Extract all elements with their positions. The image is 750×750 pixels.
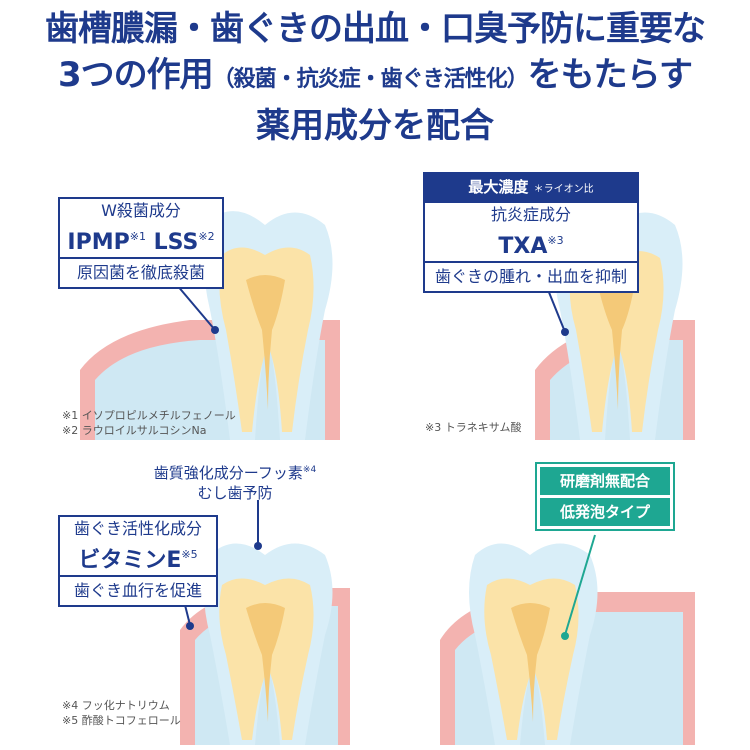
no-abrasive-label: 研磨剤無配合 xyxy=(540,467,670,495)
max-concentration-label: 最大濃度 xyxy=(468,178,529,196)
headline-line-2a: 3つの作用 xyxy=(57,55,214,95)
footnotes-1: ※1 イソプロピルメチルフェノール ※2 ラウロイルサルコシンNa xyxy=(62,408,236,438)
panel-sterilizing: W殺菌成分 IPMP※1 LSS※2 原因菌を徹底殺菌 ※1 イソプロピルメチル… xyxy=(40,170,370,445)
footnote-mark-1: ※1 xyxy=(129,230,146,243)
ingredient-category: 抗炎症成分 xyxy=(490,205,571,224)
ingredient-category: W殺菌成分 xyxy=(101,201,181,220)
footnote-mark-5: ※5 xyxy=(181,548,198,561)
ingredient-box-txa: 最大濃度 ＊ライオン比 抗炎症成分 TXA※3 歯ぐきの腫れ・出血を抑制 xyxy=(423,172,639,293)
pointer-dot-2 xyxy=(561,328,569,336)
ingredient-name-a: IPMP xyxy=(67,230,130,255)
ingredient-category: 歯ぐき活性化成分 xyxy=(73,519,202,538)
pointer-dot-3b xyxy=(186,622,194,630)
headline-line-1: 歯槽膿漏・歯ぐきの出血・口臭予防に重要な xyxy=(45,9,706,49)
pointer-line-4 xyxy=(564,534,596,636)
pulp-shape xyxy=(246,275,285,410)
footnote-5: ※5 酢酸トコフェロール xyxy=(62,714,181,727)
fluoride-label: 歯質強化成分ーフッ素※4 むし歯予防 xyxy=(120,460,350,503)
fluoride-title: 歯質強化成分ーフッ素 xyxy=(153,464,303,482)
low-foam-label: 低発泡タイプ xyxy=(540,498,670,526)
tooth-illustration-2 xyxy=(535,212,695,440)
ingredient-name: IPMP※1 LSS※2 xyxy=(60,223,222,257)
pulp-shape xyxy=(246,603,285,722)
footnote-mark-2: ※2 xyxy=(198,230,215,243)
tooth-illustration-4 xyxy=(440,534,695,745)
pulp-shape xyxy=(511,603,550,722)
pointer-dot-3a xyxy=(254,542,262,550)
footnote-3: ※3 トラネキサム酸 xyxy=(425,421,522,434)
fluoride-effect: むし歯予防 xyxy=(197,484,273,502)
ingredient-name: TXA※3 xyxy=(425,227,637,261)
footnote-mark-3: ※3 xyxy=(547,234,564,247)
ingredient-box-ipmp-lss: W殺菌成分 IPMP※1 LSS※2 原因菌を徹底殺菌 xyxy=(58,197,224,289)
tooth-illustration-3 xyxy=(179,500,350,745)
ingredient-name-b: LSS xyxy=(145,230,199,255)
footnote-2: ※2 ラウロイルサルコシンNa xyxy=(62,424,207,437)
footnote-1: ※1 イソプロピルメチルフェノール xyxy=(62,409,236,422)
headline-line-2c: をもたらす xyxy=(527,55,693,95)
ingredient-name-vitamin: ビタミンE xyxy=(78,548,182,573)
ingredient-name: ビタミンE※5 xyxy=(60,541,216,575)
panel-anti-inflammatory: 最大濃度 ＊ライオン比 抗炎症成分 TXA※3 歯ぐきの腫れ・出血を抑制 ※3 … xyxy=(385,170,715,445)
ingredient-name-txa: TXA xyxy=(498,234,548,259)
footnotes-2: ※3 トラネキサム酸 xyxy=(425,420,522,435)
tooth-illustration-1 xyxy=(80,211,340,440)
ingredient-effect: 原因菌を徹底殺菌 xyxy=(60,257,222,287)
headline-line-2: 3つの作用（殺菌・抗炎症・歯ぐき活性化）をもたらす xyxy=(0,52,750,103)
ingredient-effect: 歯ぐき血行を促進 xyxy=(60,575,216,605)
footnote-4: ※4 フッ化ナトリウム xyxy=(62,699,170,712)
ingredient-effect: 歯ぐきの腫れ・出血を抑制 xyxy=(425,261,637,291)
max-concentration-bar: 最大濃度 ＊ライオン比 xyxy=(425,174,637,203)
headline-line-3: 薬用成分を配合 xyxy=(256,106,494,146)
headline-line-2b: （殺菌・抗炎症・歯ぐき活性化） xyxy=(212,67,529,92)
panel-activation: 歯質強化成分ーフッ素※4 むし歯予防 歯ぐき活性化成分 ビタミンE※5 歯ぐき血… xyxy=(40,460,370,745)
headline: 歯槽膿漏・歯ぐきの出血・口臭予防に重要な 3つの作用（殺菌・抗炎症・歯ぐき活性化… xyxy=(0,6,750,149)
pulp-shape xyxy=(597,277,635,410)
pointer-dot-4 xyxy=(561,632,569,640)
ingredient-box-vitamin-e: 歯ぐき活性化成分 ビタミンE※5 歯ぐき血行を促進 xyxy=(58,515,218,607)
pointer-dot-1 xyxy=(211,326,219,334)
panel-low-foam: 研磨剤無配合 低発泡タイプ xyxy=(385,460,715,745)
footnotes-3: ※4 フッ化ナトリウム ※5 酢酸トコフェロール xyxy=(62,698,181,728)
feature-box: 研磨剤無配合 低発泡タイプ xyxy=(535,462,675,531)
max-concentration-note: ＊ライオン比 xyxy=(533,184,594,195)
footnote-mark-4: ※4 xyxy=(302,465,317,475)
